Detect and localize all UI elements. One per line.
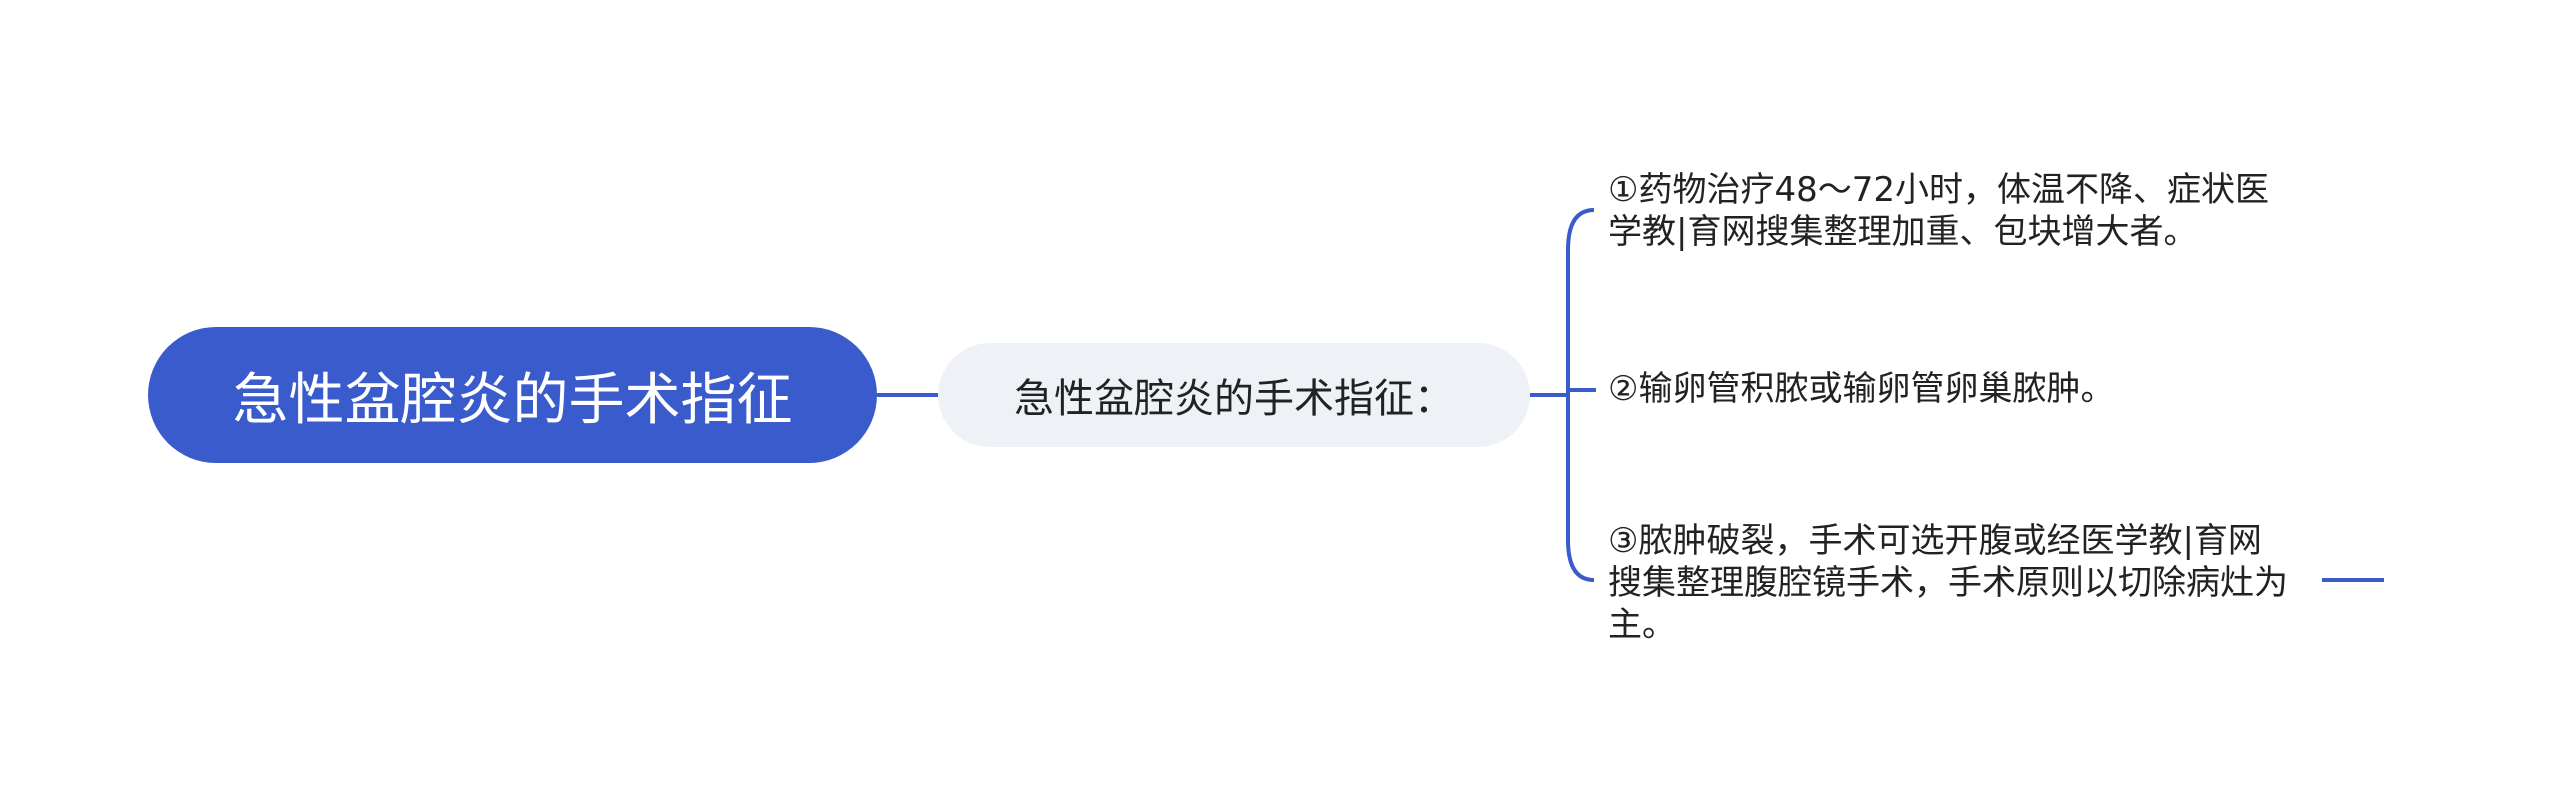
branch-bracket xyxy=(1566,208,1595,582)
branch-node-label: 急性盆腔炎的手术指征： xyxy=(1014,376,1454,422)
root-node-label: 急性盆腔炎的手术指征 xyxy=(232,367,793,433)
leaf-node-3[interactable]: ③脓肿破裂，手术可选开腹或经医学教|育网 搜集整理腹腔镜手术，手术原则以切除病灶… xyxy=(1608,521,2288,645)
root-node[interactable]: 急性盆腔炎的手术指征 xyxy=(148,327,877,463)
leaf-node-2[interactable]: ②输卵管积脓或输卵管卵巢脓肿。 xyxy=(1608,369,2115,409)
leaf-node-1[interactable]: ①药物治疗48～72小时，体温不降、症状医 学教|育网搜集整理加重、包块增大者。 xyxy=(1608,170,2270,252)
branch-node[interactable]: 急性盆腔炎的手术指征： xyxy=(938,343,1530,447)
